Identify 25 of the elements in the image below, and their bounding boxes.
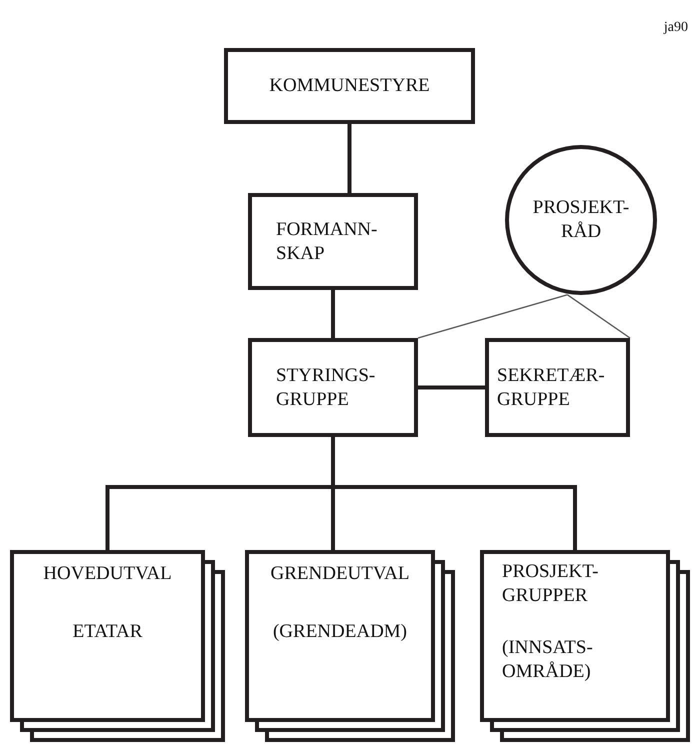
node-text: STYRINGS- GRUPPE: [276, 364, 376, 412]
connector-line: [331, 437, 577, 550]
node-text: FORMANN- SKAP: [276, 218, 378, 266]
org-box: [248, 193, 418, 290]
corner-note: ja90: [664, 20, 688, 36]
document-stack: [480, 550, 690, 742]
connector-line: [418, 294, 568, 339]
node-text: (GRENDEADM): [272, 620, 408, 644]
node-text: PROSJEKT- GRUPPER: [502, 560, 600, 608]
org-box: [224, 48, 475, 124]
connector-line: [331, 290, 335, 338]
node-text: PROSJEKT- RÅD: [532, 196, 630, 244]
document-stack: [245, 550, 455, 742]
connector-line: [418, 386, 485, 390]
node-text: GRENDEUTVAL: [270, 562, 410, 586]
node-text: KOMMUNESTYRE: [269, 74, 430, 98]
connector-line: [567, 294, 630, 339]
org-box: [485, 338, 630, 437]
org-box: [248, 338, 418, 437]
document-stack: [10, 550, 225, 742]
node-text: HOVEDUTVAL: [43, 562, 172, 586]
node-text: ETATAR: [72, 620, 142, 644]
connector-line: [348, 124, 352, 193]
node-text: (INNSATS- OMRÅDE): [502, 636, 594, 684]
node-text: SEKRETÆR- GRUPPE: [497, 364, 606, 412]
